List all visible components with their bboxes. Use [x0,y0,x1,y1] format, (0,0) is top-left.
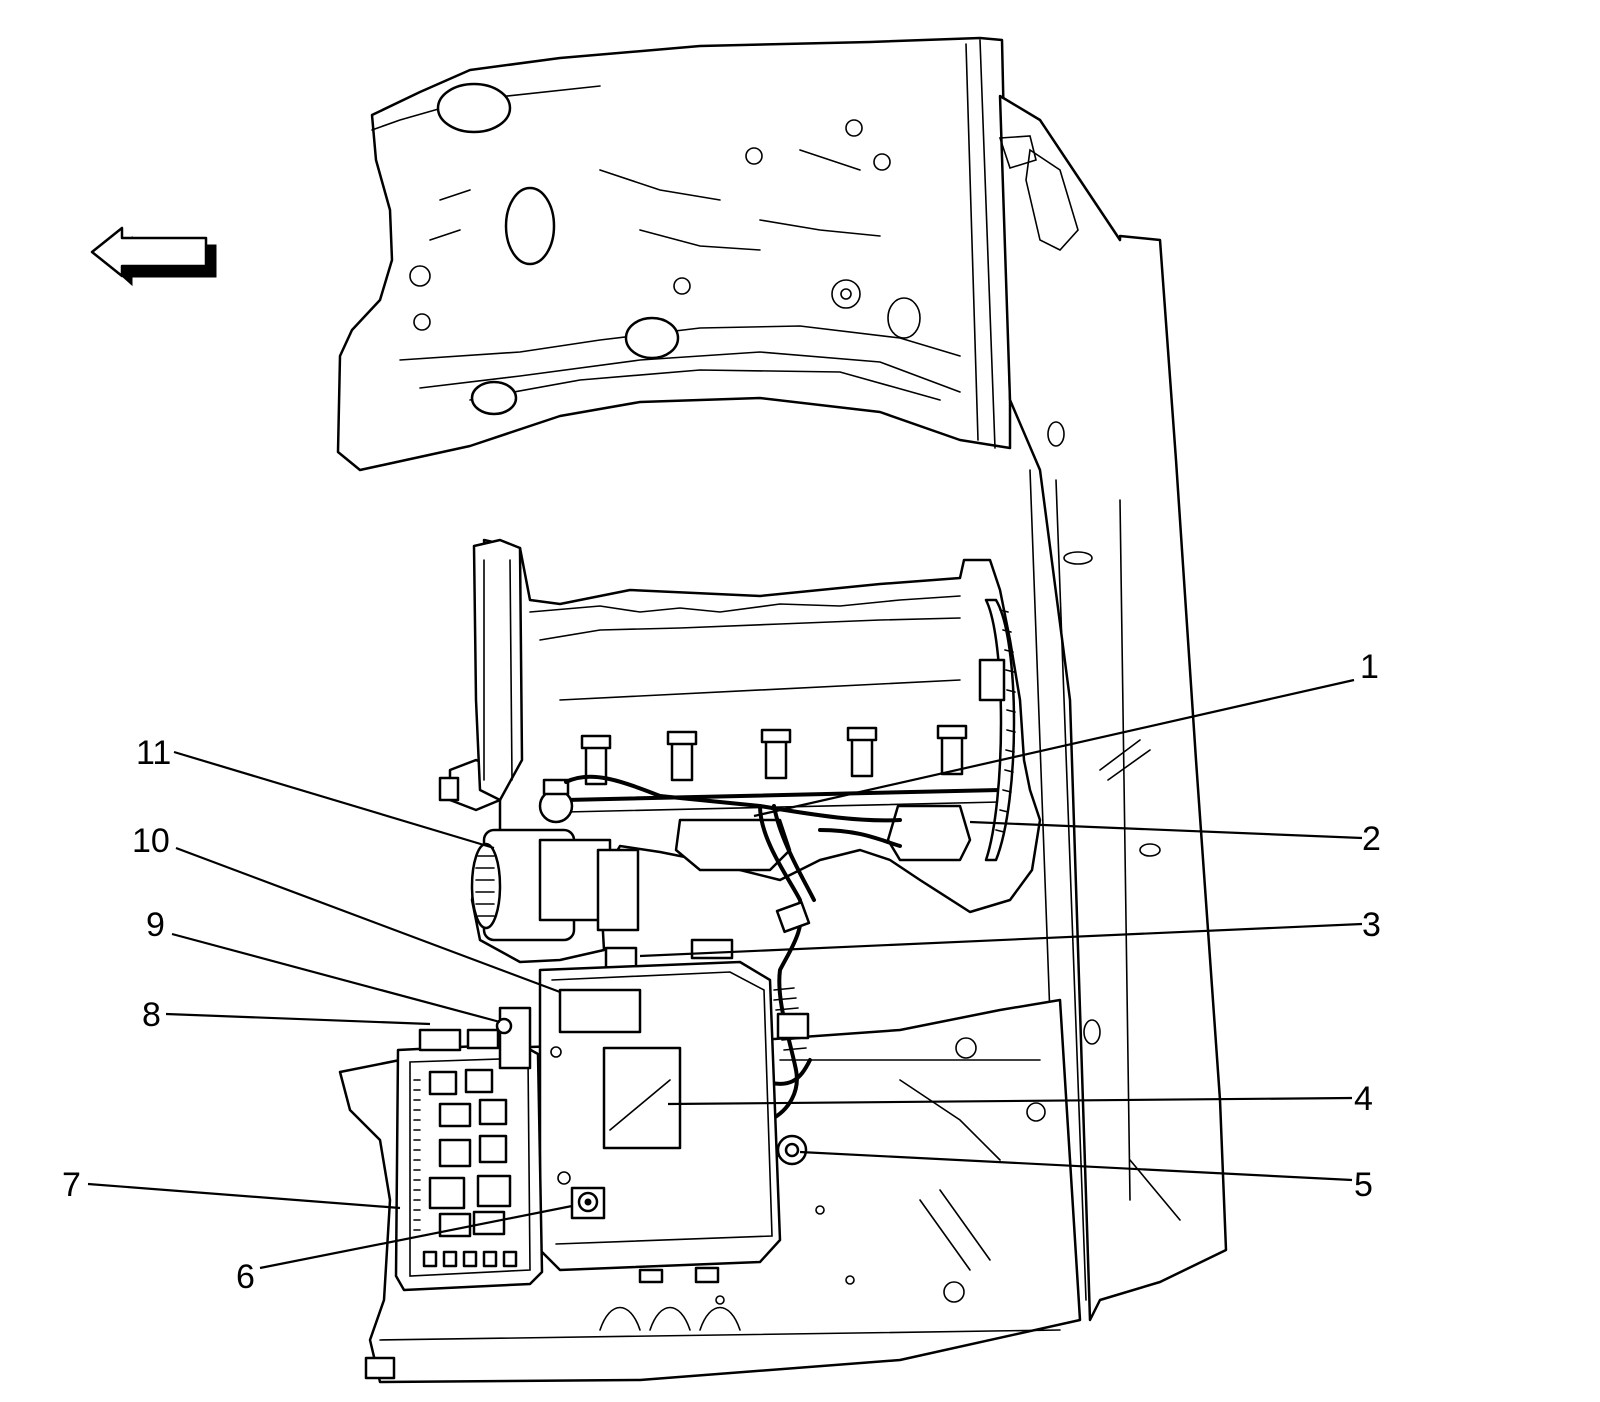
leader-1 [753,678,1355,818]
callout-4: 4 [1354,1080,1373,1118]
ignition-coils [580,724,968,786]
leader-3 [639,922,1363,958]
underhood-fuse-block [394,1006,544,1292]
leader-8 [165,1012,431,1026]
leader-10 [175,846,561,994]
leader-2 [969,820,1363,840]
battery [538,960,808,1284]
camshaft-sprocket [984,598,1016,862]
engine-wiring-harness [564,774,902,1202]
callout-6: 6 [236,1258,255,1296]
battery-negative-terminal [557,1171,606,1220]
dash-panel-structure [336,36,1012,472]
engine-assembly [438,538,1042,964]
callout-leaders [87,678,1363,1270]
leader-11 [173,750,495,850]
leader-5 [799,1150,1353,1182]
left-arrow-icon [90,226,217,287]
leader-7 [87,1182,401,1210]
callout-11: 11 [136,734,171,772]
alternator [470,828,640,942]
ground-bolt [776,1134,808,1166]
leader-9 [171,932,501,1024]
callout-7: 7 [62,1166,81,1204]
callout-3: 3 [1362,906,1381,944]
callout-1: 1 [1360,648,1379,686]
callout-10: 10 [132,822,170,860]
leader-6 [259,1204,573,1270]
callout-5: 5 [1354,1166,1373,1204]
callout-8: 8 [142,996,161,1034]
callout-9: 9 [146,906,165,944]
callout-2: 2 [1362,820,1381,858]
leader-4 [667,1096,1353,1106]
inner-fender-structure [998,94,1228,1322]
callout-labels: 1 2 3 4 5 6 7 8 9 10 11 [62,648,1381,1296]
